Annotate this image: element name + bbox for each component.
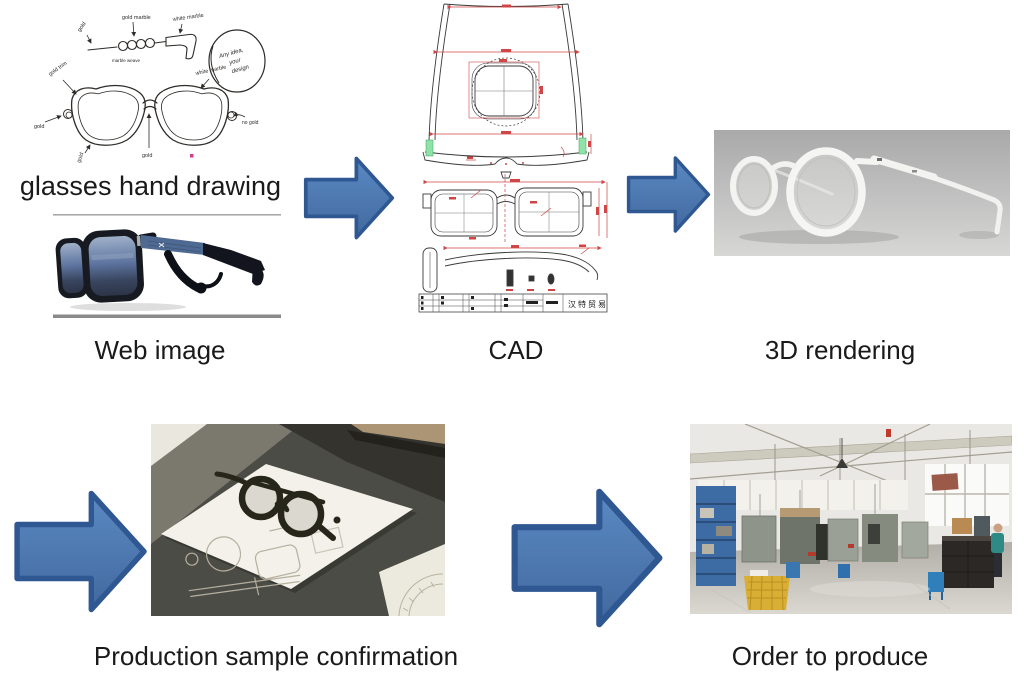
- ceiling-pipes: [690, 424, 1012, 494]
- svg-text:design: design: [231, 64, 250, 75]
- svg-text:no gold: no gold: [242, 120, 259, 126]
- svg-text:white marble: white marble: [171, 13, 204, 23]
- factory-image: [690, 424, 1012, 614]
- blue-chair: [786, 562, 800, 578]
- temple-x-logo: [158, 242, 165, 248]
- svg-text:gold: gold: [34, 124, 44, 130]
- sketch-temple-annotations: gold gold marble white marble marble wea…: [77, 13, 204, 63]
- cad-front-view: [422, 171, 592, 237]
- folded-temple-hook: [164, 250, 202, 292]
- cad-dimensions-top: [429, 4, 592, 165]
- bottom-divider-line: [53, 314, 281, 318]
- production-sample-image: [151, 424, 445, 616]
- svg-text:gold: gold: [77, 21, 88, 33]
- temple-blue-section: [141, 235, 205, 255]
- right-arrow-icon: [510, 481, 664, 628]
- label-order-to-produce: Order to produce: [731, 641, 929, 671]
- sketch-idea-bubble: Any idea, your design: [208, 29, 266, 93]
- white-glasses: [730, 147, 1003, 237]
- cad-green-mark-left: [425, 139, 434, 157]
- sketch-temple-part: [87, 33, 197, 60]
- label-production-sample: Production sample confirmation: [93, 641, 459, 671]
- label-cad: CAD: [488, 335, 544, 365]
- sample-glasses: [214, 471, 341, 541]
- hand-drawing-image: gold gold marble white marble marble wea…: [30, 4, 270, 170]
- right-arrow-icon: [303, 152, 395, 244]
- svg-text:gold: gold: [142, 153, 152, 159]
- factory-worker: [991, 523, 1004, 577]
- svg-text:汉特贸易: 汉特贸易: [568, 299, 608, 309]
- sunglasses-shadow: [70, 303, 186, 311]
- svg-text:white marble: white marble: [194, 65, 227, 78]
- cad-green-mark-right: [578, 137, 587, 155]
- right-arrow-icon: [626, 152, 711, 244]
- workbench-area: [928, 516, 994, 600]
- cad-dimensions-middle: [423, 174, 608, 242]
- cad-dimensions-bottom: [443, 244, 602, 291]
- pink-mark: [190, 154, 194, 158]
- right-arrow-icon: [13, 484, 148, 613]
- cad-temple-side-view: [422, 247, 599, 293]
- hinge-detail: [877, 158, 882, 161]
- label-3d-rendering: 3D rendering: [764, 335, 916, 365]
- svg-text:Any idea,: Any idea,: [218, 47, 245, 60]
- blue-stool: [838, 564, 850, 578]
- sunglasses: [55, 229, 265, 303]
- svg-text:your: your: [228, 57, 243, 67]
- svg-text:gold trim: gold trim: [48, 60, 69, 77]
- 3d-rendering-image: [714, 130, 1010, 256]
- svg-text:gold marble: gold marble: [122, 15, 151, 21]
- blue-shelving-rack: [696, 486, 736, 586]
- svg-text:marble weave: marble weave: [112, 58, 141, 63]
- protractor-paper: [379, 544, 445, 616]
- pencil-sketch-lines: [185, 526, 344, 598]
- web-image: [53, 214, 281, 320]
- top-divider-line: [53, 214, 281, 216]
- cad-front-unfolded-view: [422, 3, 590, 166]
- label-hand-drawing: glasses hand drawing: [19, 171, 282, 201]
- cad-title-block: 汉特贸易: [418, 293, 608, 313]
- cad-drawing-image: 汉特贸易: [411, 2, 617, 314]
- yellow-basket: [744, 570, 790, 611]
- svg-text:gold: gold: [76, 152, 85, 164]
- machines-row: [741, 484, 929, 564]
- sketch-cat-eye-frame: [63, 84, 237, 146]
- label-web-image: Web image: [94, 335, 226, 365]
